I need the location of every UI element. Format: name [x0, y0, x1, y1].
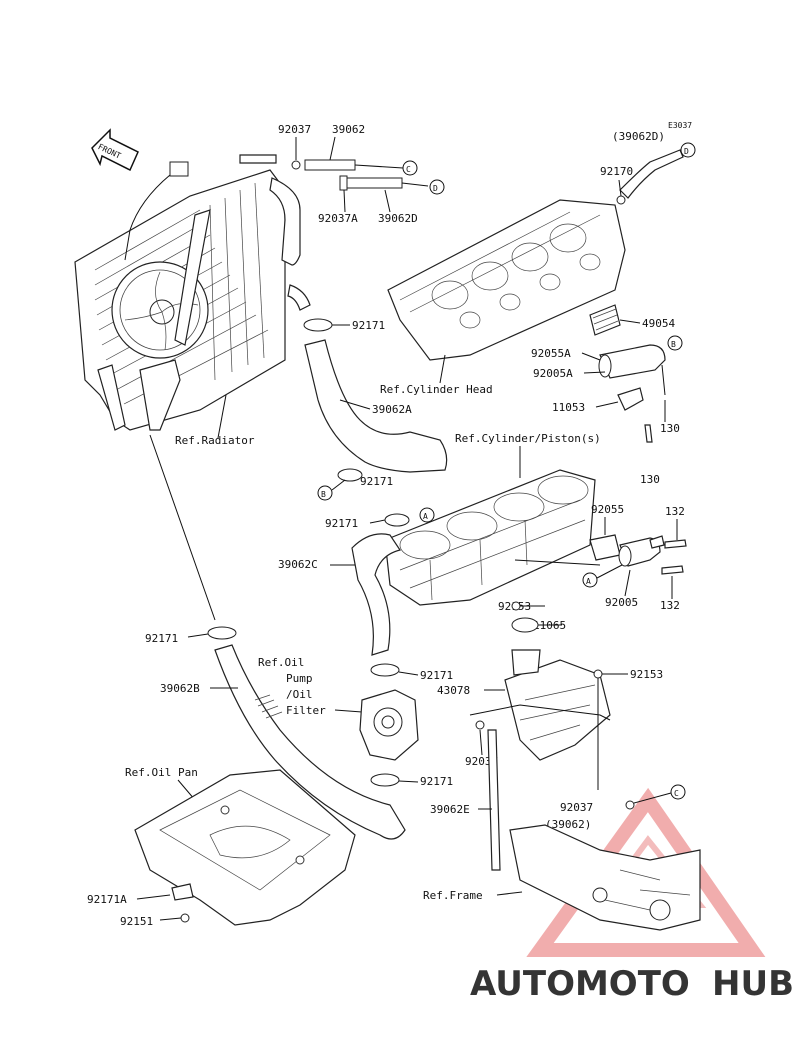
- hose-39062b: [214, 644, 406, 840]
- svg-text:D: D: [433, 184, 438, 193]
- frame: [509, 824, 701, 931]
- callout-92151: 92151: [120, 915, 153, 928]
- hose-39062d-upper: [619, 149, 684, 199]
- callout-92055: 92055: [591, 503, 624, 516]
- ref-oil-pump-4: Filter: [286, 704, 326, 717]
- ref-frame: Ref.Frame: [423, 889, 483, 902]
- bolt-132-b: [661, 565, 684, 575]
- cylinder-block: [384, 469, 596, 606]
- radiator: [74, 161, 286, 431]
- hose-39062c: [351, 533, 401, 656]
- clamp-92171-a: [384, 513, 410, 527]
- svg-text:A: A: [586, 577, 591, 586]
- hose-route-line: [149, 434, 216, 621]
- clamp-92171-low: [370, 773, 400, 787]
- callout-132-b: 132: [660, 599, 680, 612]
- callout-92153-b: 92153: [630, 668, 663, 681]
- watermark-text-secondary: HUB: [712, 964, 794, 1004]
- callout-92171a: 92171A: [87, 893, 127, 906]
- callout-92005a: 92005A: [533, 367, 573, 380]
- cylinder-head: [387, 199, 626, 361]
- connector-a-right: A: [582, 572, 598, 588]
- water-pump: [359, 689, 419, 761]
- clamp-92171-b: [337, 468, 363, 482]
- ref-oil-pan: Ref.Oil Pan: [125, 766, 198, 779]
- ref-oil-pump-1: Ref.Oil: [258, 656, 304, 669]
- callout-43078: 43078: [437, 684, 470, 697]
- connector-a-left: A: [419, 507, 435, 523]
- connector-c-bottom: C: [670, 784, 686, 800]
- svg-text:B: B: [321, 490, 326, 499]
- hose-39062: [239, 154, 404, 171]
- hose-39062e: [487, 729, 501, 871]
- callout-132-a: 132: [665, 505, 685, 518]
- thermostat-housing: [598, 344, 666, 379]
- callout-39062c: 39062C: [278, 558, 318, 571]
- connector-d-right: D: [680, 142, 696, 158]
- clamp-92171a: [171, 883, 194, 901]
- connector-d-top: D: [429, 179, 445, 195]
- callout-92037-c: 92037: [560, 801, 593, 814]
- hose-39062d: [339, 175, 429, 191]
- ref-oil-pump-3: /Oil: [286, 688, 313, 701]
- bracket-11053: [617, 387, 644, 411]
- callout-39062d-ref: (39062D): [612, 130, 665, 143]
- callout-49054: 49054: [642, 317, 675, 330]
- bolt-130: [644, 424, 653, 443]
- callout-11053: 11053: [552, 401, 585, 414]
- gasket-92055: [589, 534, 621, 561]
- svg-text:C: C: [674, 789, 679, 798]
- callout-92171-low: 92171: [420, 775, 453, 788]
- clamp-92171-mid: [370, 663, 400, 677]
- callout-39062a: 39062A: [372, 403, 412, 416]
- callout-92171-top: 92171: [352, 319, 385, 332]
- connector-b-left: B: [317, 485, 333, 501]
- callout-92005: 92005: [605, 596, 638, 609]
- svg-text:C: C: [406, 165, 411, 174]
- callout-39062d: 39062D: [378, 212, 418, 225]
- water-fitting-92005: [618, 535, 665, 567]
- svg-text:D: D: [684, 147, 689, 156]
- connector-c-top: C: [402, 160, 418, 176]
- bolt-132-a: [664, 539, 687, 549]
- ref-radiator: Ref.Radiator: [175, 434, 255, 447]
- callout-92171-left: 92171: [145, 632, 178, 645]
- callout-39062: 39062: [332, 123, 365, 136]
- clamp-92171-left: [207, 626, 237, 640]
- ref-cylinder-head: Ref.Cylinder Head: [380, 383, 493, 396]
- watermark-text-primary: AUTOMOTO: [470, 964, 690, 1004]
- callout-92171-mid: 92171: [420, 669, 453, 682]
- callout-92037: 92037: [278, 123, 311, 136]
- clamp-92171-top: [303, 318, 333, 332]
- reserve-tank: [469, 649, 611, 761]
- callout-39062-ref: (39062): [545, 818, 591, 831]
- callout-92171-a: 92171: [325, 517, 358, 530]
- callout-39062e: 39062E: [430, 803, 470, 816]
- svg-text:B: B: [671, 340, 676, 349]
- callout-92170: 92170: [600, 165, 633, 178]
- callout-130-b: 130: [640, 473, 660, 486]
- connector-b-right: B: [667, 335, 683, 351]
- ref-oil-pump-2: Pump: [286, 672, 313, 685]
- callout-39062b: 39062B: [160, 682, 200, 695]
- thermostat: [589, 304, 621, 336]
- ref-cylinder-piston: Ref.Cylinder/Piston(s): [455, 432, 601, 445]
- hose-39062a: [304, 339, 448, 473]
- callout-92055a: 92055A: [531, 347, 571, 360]
- cap-11065: [511, 617, 539, 633]
- callout-92171-b: 92171: [360, 475, 393, 488]
- callout-92037a: 92037A: [318, 212, 358, 225]
- svg-text:A: A: [423, 512, 428, 521]
- front-arrow: FRONT: [91, 128, 139, 172]
- diagram-code: E3037: [668, 121, 692, 130]
- callout-130-a: 130: [660, 422, 680, 435]
